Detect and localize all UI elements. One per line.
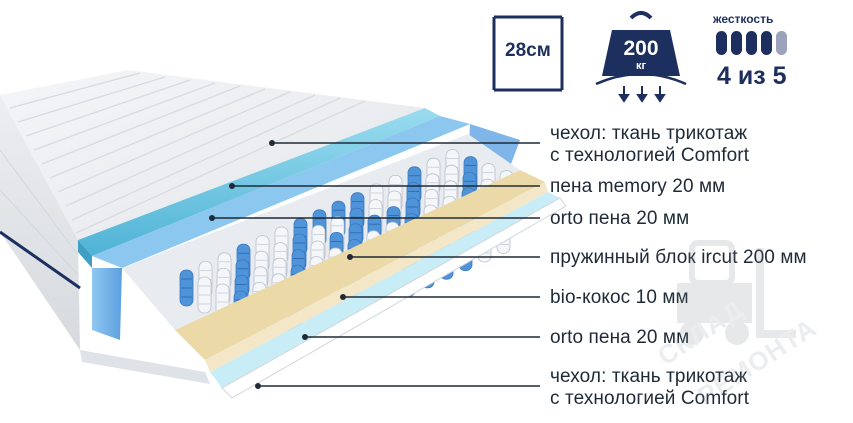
forklift-icon: [677, 240, 796, 345]
layer-label-cover-top: чехол: ткань трикотаж с технологией Comf…: [550, 123, 749, 167]
layer-label-memory-foam: пена memory 20 мм: [550, 176, 726, 197]
weight-value: 200: [623, 37, 659, 60]
stiffness-level-icon: [716, 31, 787, 55]
height-icon: [492, 15, 564, 92]
stiffness-bar-filled: [731, 31, 742, 55]
stiffness-bar-filled: [746, 31, 757, 55]
layer-label-orto-foam-top: orto пена 20 мм: [550, 208, 690, 229]
leader-dots: [209, 140, 353, 389]
stiffness-title: жесткость: [713, 12, 774, 26]
mattress-side: [0, 95, 81, 350]
watermark: СКЛАД РЕМОНТА: [652, 228, 852, 418]
layer-label-cover-bottom: чехол: ткань трикотаж с технологией Comf…: [550, 366, 749, 410]
stiffness-bar-filled: [716, 31, 727, 55]
layer-label-line: с технологией Comfort: [550, 145, 750, 166]
layer-label-line: с технологией Comfort: [550, 388, 750, 409]
weight-icon: [595, 11, 687, 103]
weight-unit: кг: [635, 60, 647, 72]
stiffness-value: 4 из 5: [717, 62, 787, 90]
mattress-top-cover: [0, 70, 425, 240]
memory-foam-layer: [78, 108, 440, 268]
stiffness-bar-empty: [776, 31, 787, 55]
layer-label-line: чехол: ткань трикотаж: [550, 123, 748, 144]
layer-label-line: чехол: ткань трикотаж: [550, 366, 748, 387]
height-value: 28см: [505, 40, 551, 61]
layer-label-orto-foam-bottom: orto пена 20 мм: [550, 327, 690, 348]
bottom-layers: [80, 192, 567, 399]
stiffness-bar-filled: [761, 31, 772, 55]
layer-label-bio-coco: bio-кокос 10 мм: [550, 287, 689, 308]
leader-lines: [212, 142, 540, 387]
layer-label-spring-block: пружинный блок ircut 200 мм: [550, 247, 807, 268]
